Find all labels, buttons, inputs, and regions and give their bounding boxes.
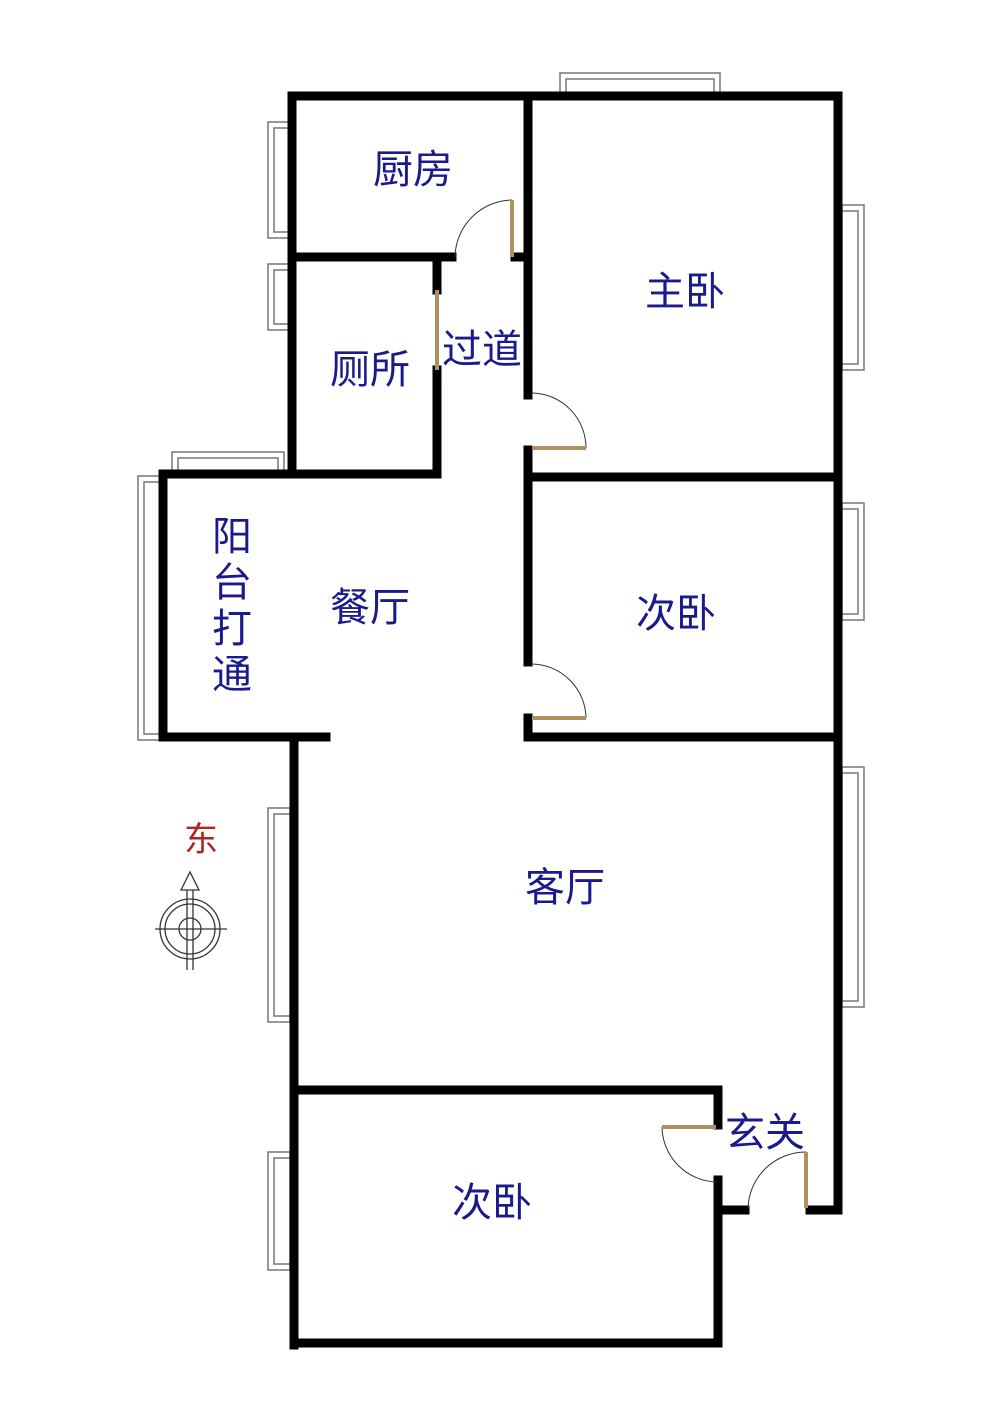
room-label-entrance: 玄关 [725,1110,805,1156]
room-label-living-room: 客厅 [525,865,605,911]
room-label-balcony: 阳台打通 [212,514,252,698]
walls [158,91,843,1350]
room-label-second-bedroom: 次卧 [452,1180,532,1226]
room-label-master-bedroom: 主卧 [645,269,725,315]
compass-direction-label: 东 [184,820,218,860]
room-label-corridor: 过道 [442,327,522,373]
room-label-kitchen: 厨房 [373,147,453,193]
compass-icon [155,870,227,970]
room-label-toilet: 厕所 [330,347,410,393]
doors [435,199,808,1209]
room-label-second-bedroom: 次卧 [636,591,716,637]
room-label-dining-room: 餐厅 [330,585,410,631]
